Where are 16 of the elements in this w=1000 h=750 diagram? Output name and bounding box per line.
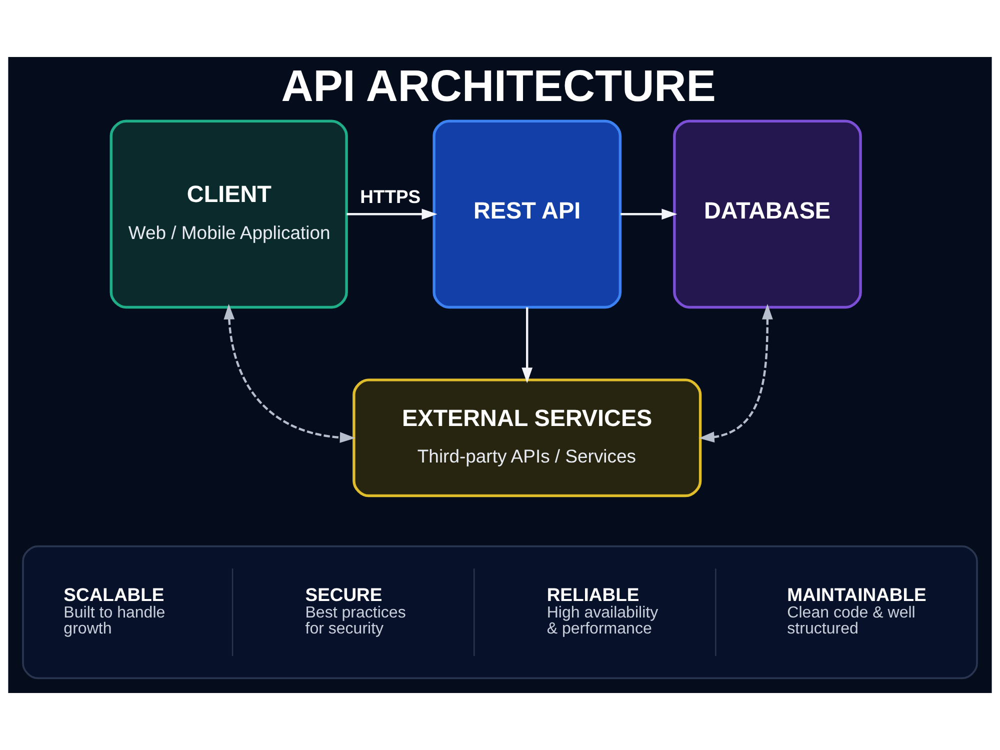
node-text: MAINTAINABLE Clean code & well structured	[787, 584, 926, 638]
diagram-title: API ARCHITECTURE	[281, 62, 716, 112]
cluster	[22, 545, 978, 680]
arrow	[698, 304, 773, 443]
node-box: REST API	[432, 120, 622, 309]
node-text: RELIABLE High availability & performance	[546, 584, 658, 638]
node-text: SCALABLE Built to handle growth	[64, 584, 166, 638]
edge-label: HTTPS	[360, 186, 421, 208]
arrow	[224, 304, 356, 443]
node-box: EXTERNAL SERVICES Third-party APIs / Services	[352, 378, 702, 498]
arrow	[522, 307, 533, 384]
node-text: SECURE Best practices for security	[305, 584, 406, 638]
node-box: DATABASE	[673, 120, 862, 309]
node-box: CLIENT Web / Mobile Application	[110, 120, 348, 309]
arrow	[346, 208, 438, 220]
arrow	[620, 208, 678, 220]
